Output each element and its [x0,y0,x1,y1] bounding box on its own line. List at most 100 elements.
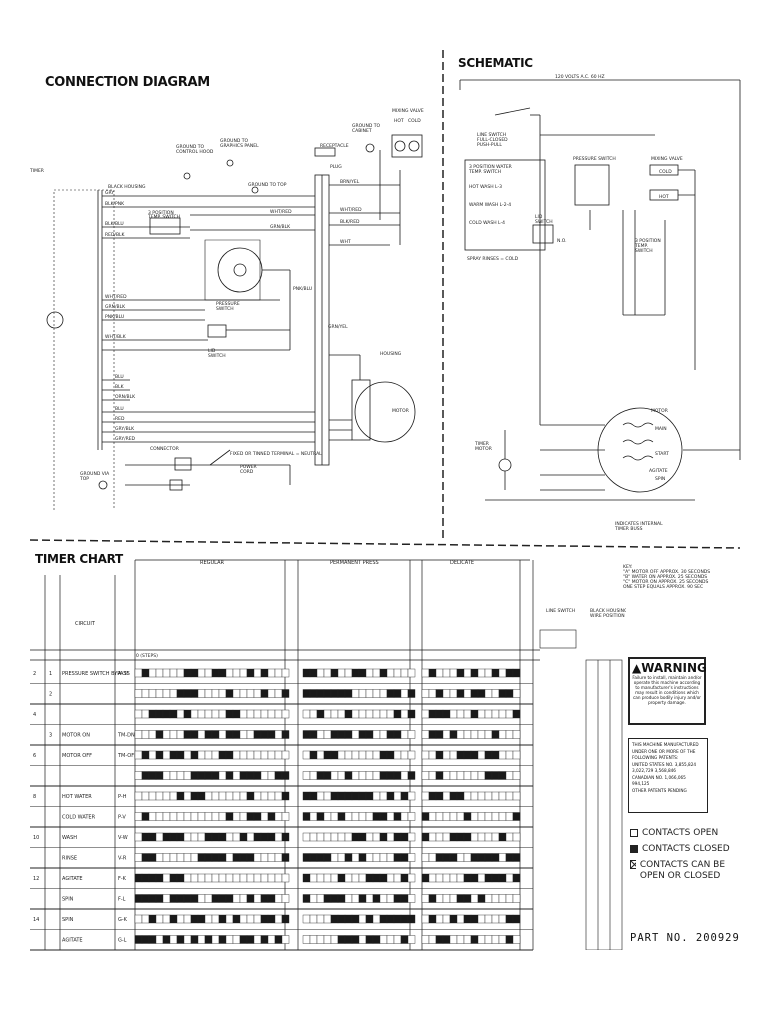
contact-cell [337,668,346,678]
contact-cell [449,668,458,678]
contact-cell [316,750,325,760]
contact-cell [260,668,269,678]
contact-cell [155,894,164,903]
contact-cell [260,832,269,842]
contact-cell [309,812,318,821]
contact-cell [197,730,206,739]
contact-cell [463,791,472,801]
circuit-label: AGITATE [62,938,83,944]
contact-cell [197,873,206,883]
contact-cell [358,689,367,698]
contact-cell [449,914,458,924]
contact-cell [274,832,283,842]
contact-cell [421,832,430,842]
contact-cell [218,791,227,801]
contact-cell [239,709,248,719]
contact-cell [274,709,283,719]
contact-cell [358,935,367,944]
contact-cell [183,935,192,944]
contact-cell [512,689,521,698]
contact-cell [309,689,318,698]
svg-text:SPRAY RINSES = COLD: SPRAY RINSES = COLD [467,256,519,262]
contact-cell [316,812,325,821]
contact-cell [309,791,318,801]
circuit-code: V-R [118,856,127,862]
contact-cell [484,750,493,760]
contact-cell [379,709,388,719]
contact-cell [197,894,206,903]
contact-cell [204,709,213,719]
contact-cell [246,668,255,678]
contact-cell [274,873,283,883]
contact-cell [435,791,444,801]
contact-cell [379,894,388,903]
contact-cell [351,812,360,821]
contact-cell [309,709,318,719]
contact-cell [204,668,213,678]
contact-cell [456,730,465,739]
contact-cell [155,791,164,801]
contact-cell [491,709,500,719]
contact-cell [309,771,318,780]
contact-cell [316,791,325,801]
svg-text:FIXED OR TINNED TERMINAL = NEU: FIXED OR TINNED TERMINAL = NEUTRAL [230,451,322,457]
contact-cell [449,730,458,739]
contact-cell [148,771,157,780]
contact-cell [344,873,353,883]
contact-cell [372,873,381,883]
contact-cell [253,668,262,678]
contact-cell [435,689,444,698]
contact-cell [456,873,465,883]
contact-cell [190,935,199,944]
contact-cell [477,914,486,924]
contact-cell [407,812,416,821]
contact-cell [134,771,143,780]
contact-cell [197,935,206,944]
contact-cell [274,935,283,944]
contact-cell [386,709,395,719]
contact-cell [169,730,178,739]
contact-cell [260,914,269,924]
contact-cell [442,689,451,698]
contact-cell [358,709,367,719]
contact-cell [316,853,325,862]
contact-cell [141,730,150,739]
contact-cell [505,935,514,944]
contact-cell [239,853,248,862]
contact-cell [498,668,507,678]
contact-cell [470,668,479,678]
contact-cell [211,935,220,944]
contact-cell [449,812,458,821]
contact-cell [428,730,437,739]
contact-cell [470,771,479,780]
contact-cell [162,935,171,944]
contact-cell [169,914,178,924]
contact-cell [421,812,430,821]
contact-cell [302,730,311,739]
contact-cell [337,791,346,801]
contact-cell [337,750,346,760]
contact-cell [386,853,395,862]
contact-cell [155,812,164,821]
contact-cell [344,709,353,719]
contact-cell [421,914,430,924]
svg-text:WHT/BLK: WHT/BLK [105,334,127,340]
contact-cell [302,689,311,698]
contact-cell [442,791,451,801]
contact-cell [491,668,500,678]
svg-text:SWITCH: SWITCH [208,353,226,359]
contact-cell [148,668,157,678]
contact-cell [365,730,374,739]
contact-cell [456,771,465,780]
contact-cell [232,709,241,719]
svg-text:GRN/YEL: GRN/YEL [328,324,348,330]
svg-text:HOT: HOT [394,118,404,124]
patent-box: THIS MACHINE MANUFACTURED UNDER ONE OR M… [628,738,708,813]
contact-cell [463,873,472,883]
terminal-columns: LINE SWITCH BLACK HOUSING WIRE POSITION [539,608,626,950]
contact-cell [281,914,290,924]
contact-cell [491,914,500,924]
svg-text:BLU: BLU [115,406,124,412]
contact-cell [169,709,178,719]
contact-cell [225,750,234,760]
